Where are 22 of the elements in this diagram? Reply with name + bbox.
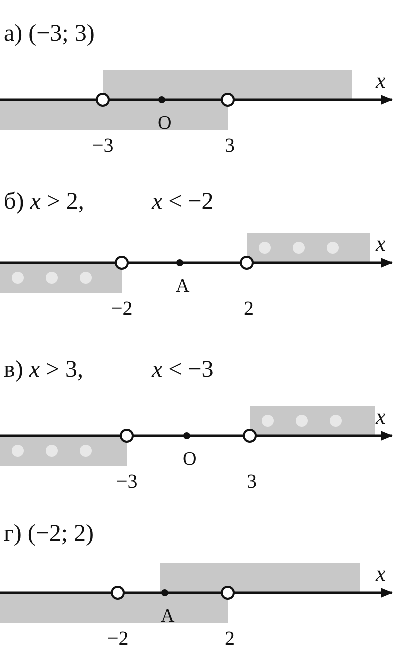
tick-label: 3: [247, 472, 257, 492]
tick-label: −3: [116, 472, 138, 492]
condition-text: в) x > 3,: [4, 358, 84, 382]
tick-label: −3: [92, 136, 114, 156]
tick-label: 3: [225, 136, 235, 156]
condition-text: x < −2: [152, 190, 214, 214]
point-label: A: [176, 277, 190, 296]
axis-label: x: [376, 406, 386, 428]
axis-label: x: [376, 233, 386, 255]
tick-label: 2: [244, 299, 254, 319]
tick-label: −2: [108, 629, 129, 649]
tick-label: −2: [112, 299, 133, 319]
point-label: O: [158, 114, 172, 133]
point-label: A: [161, 607, 175, 626]
condition-text: x < −3: [152, 358, 214, 382]
condition-text: г) (−2; 2): [4, 522, 94, 546]
axis-label: x: [376, 563, 386, 585]
tick-label: 2: [225, 629, 235, 649]
condition-text: а) (−3; 3): [4, 22, 95, 46]
point-label: O: [183, 450, 197, 469]
condition-text: б) x > 2,: [4, 190, 84, 214]
axis-label: x: [376, 70, 386, 92]
